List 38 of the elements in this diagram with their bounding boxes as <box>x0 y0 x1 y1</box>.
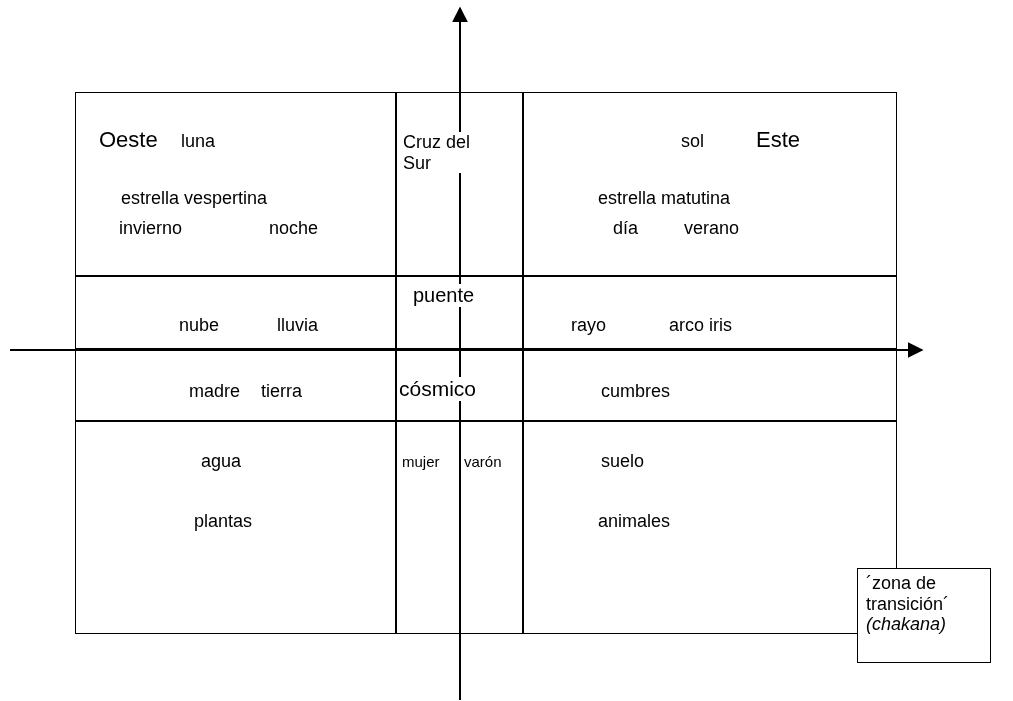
cell-text: noche <box>269 218 319 239</box>
table-cell <box>395 348 524 422</box>
table-cell <box>75 420 397 634</box>
cell-text: cósmico <box>399 377 477 402</box>
cell-text: tierra <box>261 381 302 402</box>
table-cell <box>395 92 524 277</box>
cell-text: madre <box>189 381 241 402</box>
cell-text: puente <box>413 284 475 307</box>
cell-text: sol <box>681 131 704 152</box>
table-cell <box>522 275 897 350</box>
cell-text: varón <box>464 453 502 471</box>
cell-text: nube <box>179 315 220 336</box>
cell-text: Oeste <box>99 127 158 153</box>
cell-text: verano <box>684 218 740 239</box>
cell-text: rayo <box>571 315 606 336</box>
cell-text: día <box>613 218 639 239</box>
cell-text: estrella vespertina <box>121 188 268 209</box>
table-cell <box>75 92 397 277</box>
note-box <box>857 568 991 663</box>
cell-text: arco iris <box>669 315 732 336</box>
table-cell <box>522 92 897 277</box>
table-cell <box>395 420 524 634</box>
cell-text: lluvia <box>277 315 319 336</box>
cell-text: invierno <box>119 218 183 239</box>
cell-text: agua <box>201 451 242 472</box>
cell-text: suelo <box>601 451 645 472</box>
table-cell <box>395 275 524 350</box>
cell-text: estrella matutina <box>598 188 731 209</box>
cell-text: animales <box>598 511 671 532</box>
note-text: ´zona de transición´ (chakana) <box>866 573 951 636</box>
cell-text: luna <box>181 131 216 152</box>
table-cell <box>75 348 397 422</box>
cell-text: cumbres <box>601 381 671 402</box>
table-cell <box>522 348 897 422</box>
cell-text: plantas <box>194 511 253 532</box>
cell-text: mujer <box>402 453 440 471</box>
cell-text: Este <box>756 127 801 153</box>
table-cell <box>75 275 397 350</box>
